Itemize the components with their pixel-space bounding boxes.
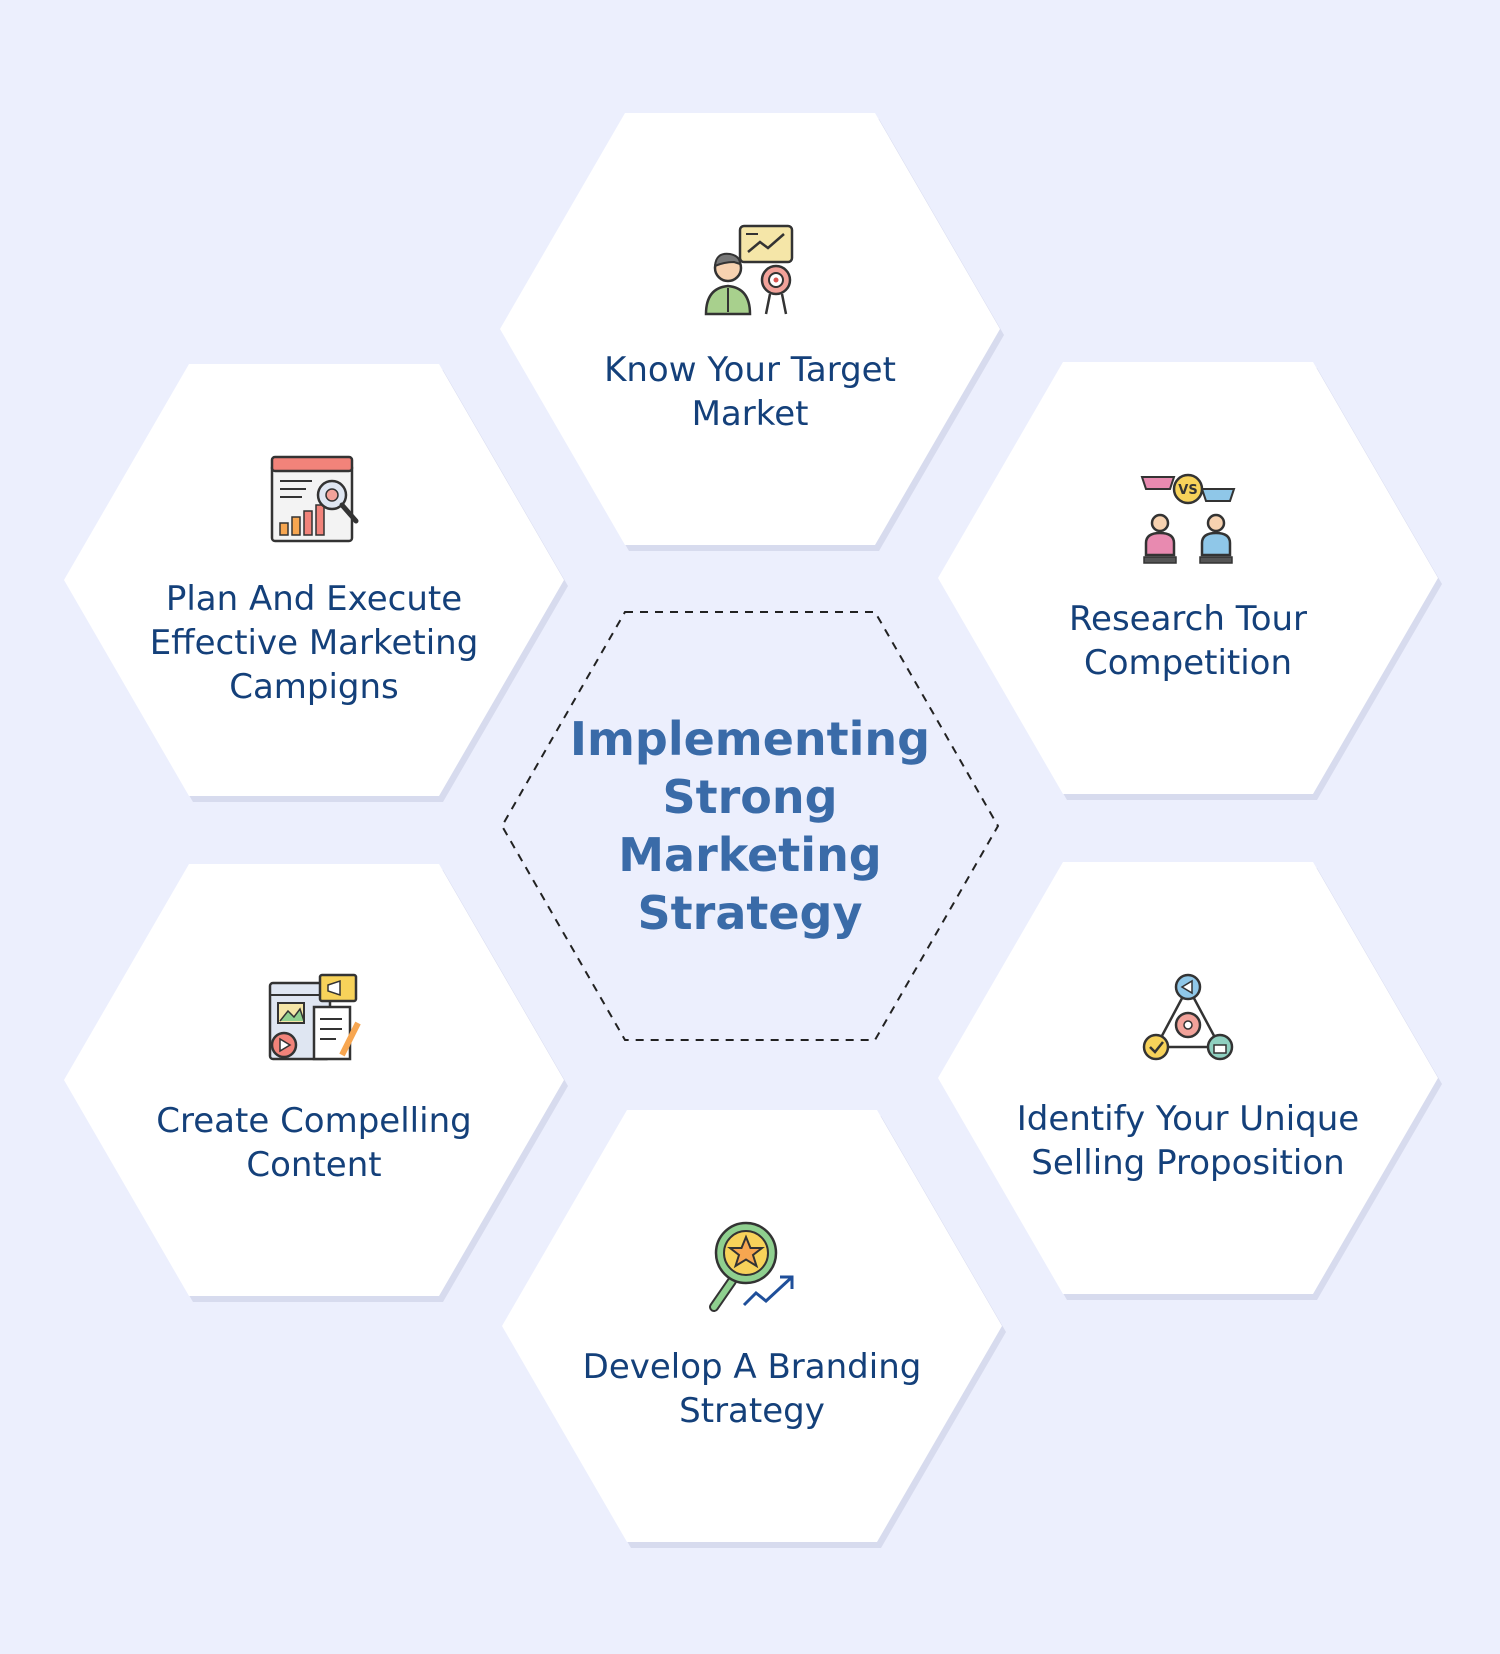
step-label: Know Your Target Market xyxy=(604,350,896,434)
center-title: Implementing Strong Marketing Strategy xyxy=(569,712,931,940)
step-create-content: Create Compelling Content xyxy=(64,864,568,1302)
step-label: Create Compelling Content xyxy=(156,1101,472,1185)
center-hexagon: Implementing Strong Marketing Strategy xyxy=(500,610,1000,1042)
step-label: Plan And Execute Effective Marketing Cam… xyxy=(149,579,479,707)
step-branding-strategy: Develop A Branding Strategy xyxy=(502,1110,1006,1548)
step-know-target-market: Know Your Target Market xyxy=(500,113,1004,551)
campaign-analytics-icon xyxy=(270,455,359,543)
step-label: Develop A Branding Strategy xyxy=(582,1347,922,1431)
target-market-icon xyxy=(704,224,794,316)
versus-competition-icon: VS xyxy=(1140,473,1236,564)
content-media-icon xyxy=(268,973,361,1061)
step-plan-campaigns: Plan And Execute Effective Marketing Cam… xyxy=(64,364,568,802)
step-research-competition: VS Research Tour Competition xyxy=(938,362,1442,800)
network-cycle-icon xyxy=(1142,973,1234,1061)
step-label: Identify Your Unique Selling Proposition xyxy=(1016,1099,1360,1183)
magnifier-star-growth-icon xyxy=(709,1221,794,1312)
svg-text:VS: VS xyxy=(1178,483,1197,498)
step-label: Research Tour Competition xyxy=(1068,599,1308,683)
step-unique-selling-proposition: Identify Your Unique Selling Proposition xyxy=(938,862,1442,1300)
